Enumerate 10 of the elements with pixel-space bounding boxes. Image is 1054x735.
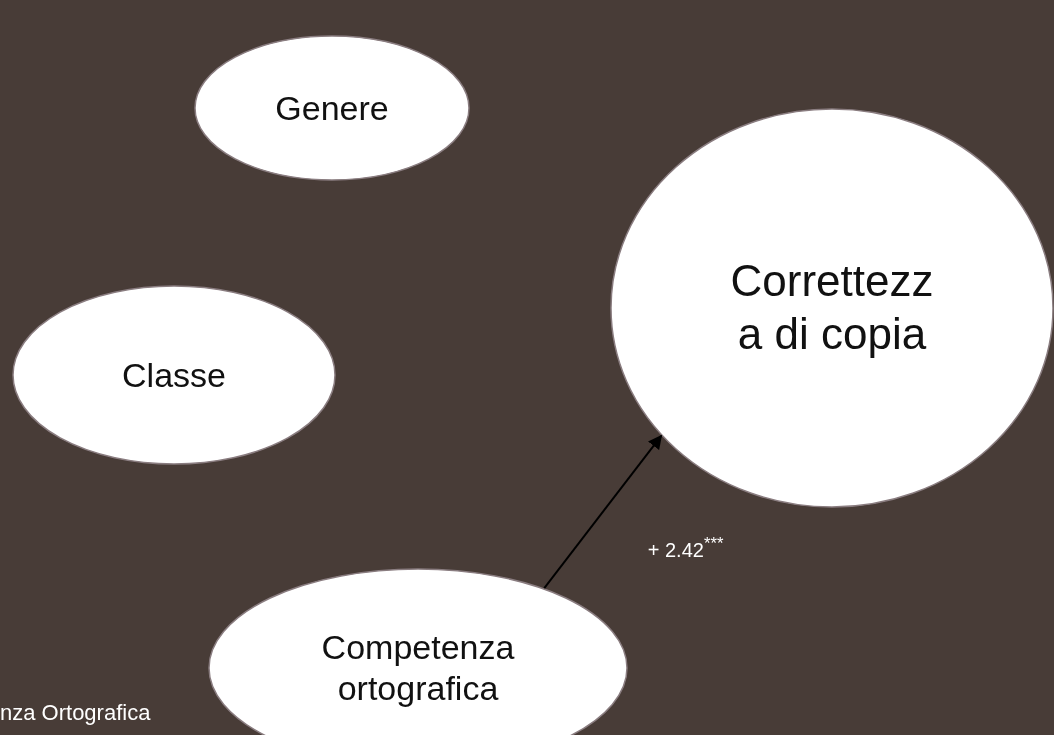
- ellipse-node: [194, 35, 470, 181]
- node-label: Competenza ortografica: [320, 627, 516, 709]
- arrow: [543, 434, 663, 590]
- ellipse-node: [12, 285, 336, 465]
- node-label: Classe: [121, 354, 227, 396]
- node-label: Correttezz a di copia: [729, 255, 935, 360]
- node-label: Genere: [274, 87, 390, 129]
- ellipse-node: [610, 108, 1054, 508]
- edge-label: + 2.42$^{***}$: [647, 533, 724, 562]
- caption-text: nza Ortografica: [0, 700, 151, 726]
